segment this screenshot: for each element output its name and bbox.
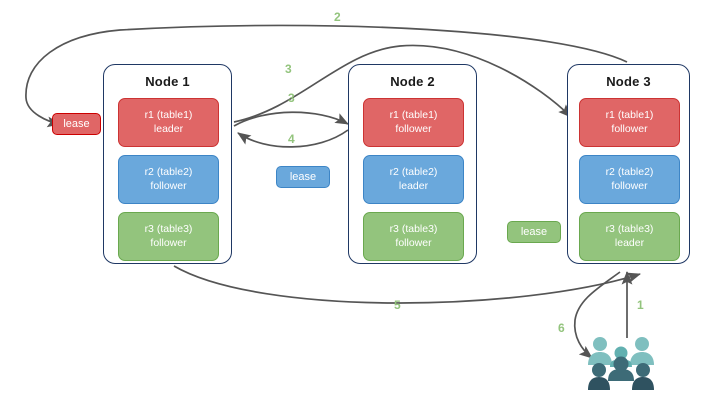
node-card-node-1[interactable]: Node 1 r1 (table1) leader r2 (table2) fo… (103, 64, 232, 264)
step-label-6: 6 (558, 321, 565, 335)
replica-name: r2 (table2) (144, 166, 193, 178)
step-label-3-long: 3 (285, 62, 292, 76)
replica-role: follower (150, 236, 187, 249)
replica-role: follower (611, 122, 648, 135)
people-group-icon (588, 337, 654, 390)
replica-r3-node-2[interactable]: r3 (table3) follower (363, 212, 464, 261)
replica-name: r2 (table2) (605, 166, 654, 178)
step-label-4: 4 (288, 132, 295, 146)
edge-step-5 (173, 265, 641, 304)
lease-badge-table2[interactable]: lease (276, 166, 330, 188)
step-label-2: 2 (334, 10, 341, 24)
replica-name: r1 (table1) (389, 109, 438, 121)
replica-r3-node-1[interactable]: r3 (table3) follower (118, 212, 219, 261)
node-card-node-3[interactable]: Node 3 r1 (table1) follower r2 (table2) … (567, 64, 690, 264)
replica-name: r3 (table3) (389, 223, 438, 235)
replica-name: r2 (table2) (389, 166, 438, 178)
replica-r2-node-3[interactable]: r2 (table2) follower (579, 155, 680, 204)
replica-r3-node-3[interactable]: r3 (table3) leader (579, 212, 680, 261)
replica-role: follower (150, 179, 187, 192)
step-label-5: 5 (394, 298, 401, 312)
replica-name: r3 (table3) (144, 223, 193, 235)
step-label-3-short: 3 (288, 91, 295, 105)
replica-r2-node-2[interactable]: r2 (table2) leader (363, 155, 464, 204)
node-card-node-2[interactable]: Node 2 r1 (table1) follower r2 (table2) … (348, 64, 477, 264)
lease-badge-table1[interactable]: lease (52, 113, 101, 135)
replica-name: r1 (table1) (605, 109, 654, 121)
node-title: Node 3 (606, 74, 651, 89)
node-title: Node 2 (390, 74, 435, 89)
edge-step-3-short (233, 111, 349, 127)
lease-badge-table3[interactable]: lease (507, 221, 561, 243)
replica-role: leader (153, 122, 184, 135)
replica-role: follower (395, 236, 432, 249)
step-label-1: 1 (637, 298, 644, 312)
node-title: Node 1 (145, 74, 190, 89)
replica-role: follower (395, 122, 432, 135)
replica-r1-node-2[interactable]: r1 (table1) follower (363, 98, 464, 147)
replica-r2-node-1[interactable]: r2 (table2) follower (118, 155, 219, 204)
replica-r1-node-1[interactable]: r1 (table1) leader (118, 98, 219, 147)
replica-role: follower (611, 179, 648, 192)
replica-role: leader (614, 236, 645, 249)
replica-name: r3 (table3) (605, 223, 654, 235)
replica-role: leader (398, 179, 429, 192)
replica-name: r1 (table1) (144, 109, 193, 121)
replica-r1-node-3[interactable]: r1 (table1) follower (579, 98, 680, 147)
